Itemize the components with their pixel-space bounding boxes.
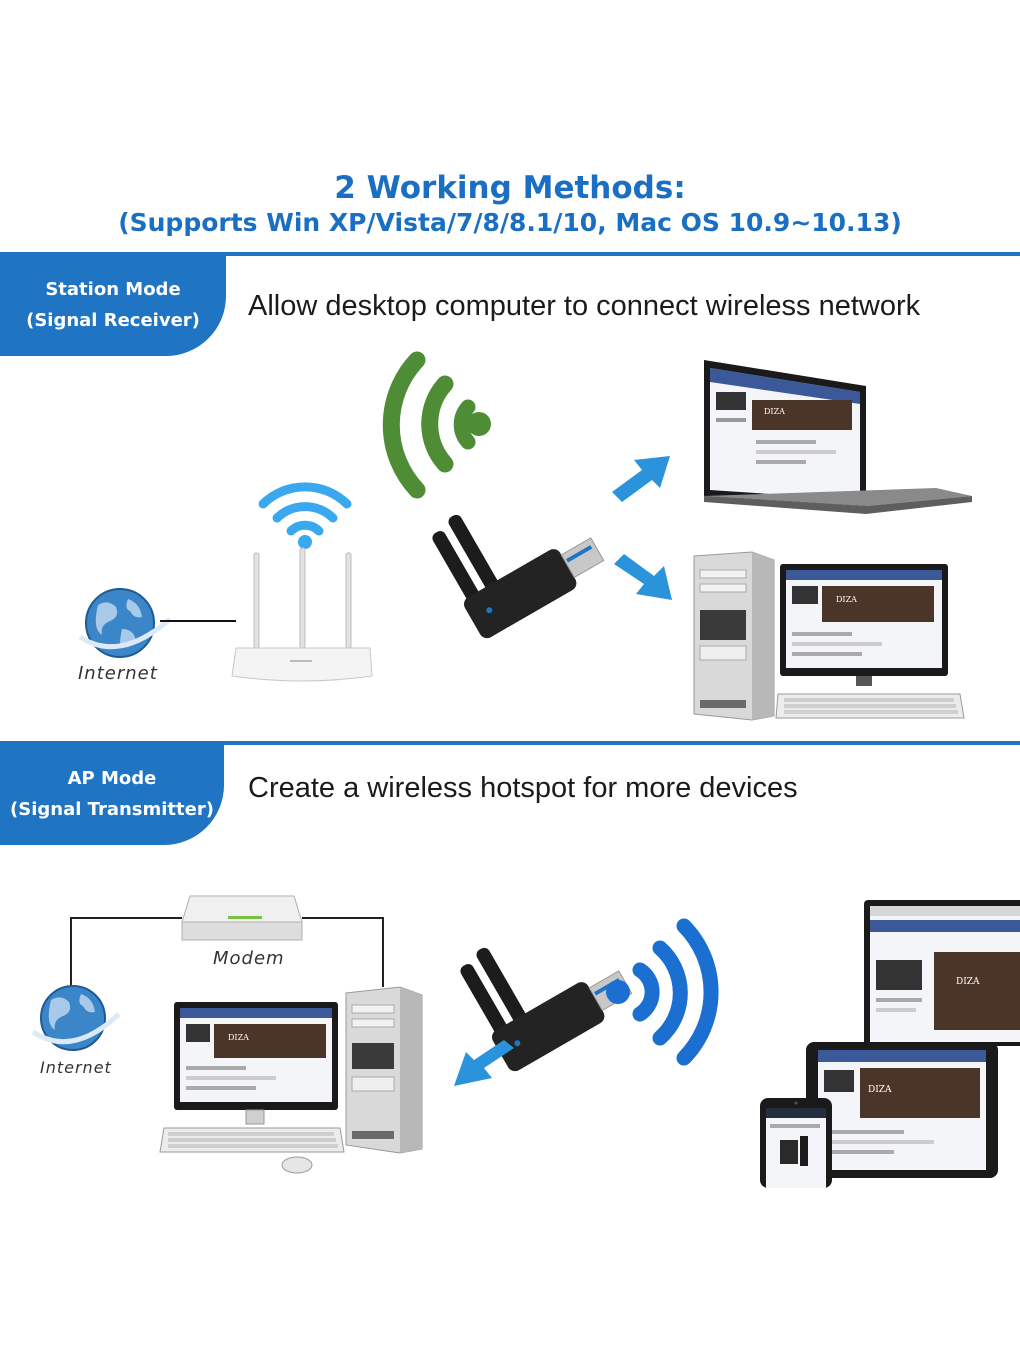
- tablet-screen-brand: DIZA: [868, 1085, 892, 1095]
- phone-icon: [760, 1098, 832, 1188]
- internet-cable: [160, 620, 236, 622]
- ap-mode-heading: Create a wireless hotspot for more devic…: [248, 772, 798, 804]
- section-divider-ap: [0, 741, 1020, 745]
- modem-label: Modem: [213, 948, 285, 969]
- page-title: 2 Working Methods:: [334, 170, 686, 206]
- globe-icon-ap: [31, 985, 121, 1051]
- globe-icon: [78, 588, 172, 658]
- mouse-icon: [281, 1156, 313, 1174]
- modem-icon: [181, 895, 303, 941]
- station-mode-tab-title: Station Mode: [45, 279, 181, 300]
- modem-cable-right: [302, 917, 384, 919]
- ap-mode-tab-subtitle: (Signal Transmitter): [10, 799, 214, 820]
- monitor-icon-ap: DIZA: [174, 1002, 338, 1125]
- arrow-to-desktop-icon: [614, 554, 672, 600]
- station-mode-tab: Station Mode (Signal Receiver): [0, 254, 226, 356]
- ap-mode-tab: AP Mode (Signal Transmitter): [0, 743, 224, 845]
- station-internet-label: Internet: [78, 663, 158, 684]
- tablet-icon: DIZA: [806, 1042, 998, 1178]
- page-subtitle: (Supports Win XP/Vista/7/8/8.1/10, Mac O…: [118, 208, 902, 237]
- laptop-icon: DIZA: [704, 360, 972, 514]
- keyboard-icon-ap: [159, 1127, 345, 1153]
- laptop-screen-brand: DIZA: [764, 407, 785, 416]
- laptop-icon-ap: DIZA: [864, 900, 1020, 1046]
- modem-cable-left: [70, 917, 182, 919]
- laptop-ap-screen-brand: DIZA: [956, 977, 980, 987]
- keyboard-icon: [775, 693, 965, 719]
- monitor-ap-screen-brand: DIZA: [228, 1033, 249, 1042]
- wifi-icon: [258, 482, 352, 549]
- modem-cable-left-down: [70, 917, 72, 985]
- signal-waves-icon-ap: [606, 918, 719, 1066]
- monitor-screen-brand: DIZA: [836, 595, 857, 604]
- modem-cable-right-down: [382, 917, 384, 987]
- monitor-icon: DIZA: [780, 564, 948, 686]
- router-icon: [231, 547, 373, 682]
- ap-mode-tab-title: AP Mode: [67, 768, 157, 789]
- section-divider-station: [0, 252, 1020, 256]
- arrow-to-computer-icon: [454, 1040, 514, 1086]
- station-mode-heading: Allow desktop computer to connect wirele…: [248, 290, 921, 322]
- arrow-to-laptop-icon: [612, 456, 670, 502]
- ap-internet-label: Internet: [40, 1058, 112, 1077]
- usb-wifi-adapter-icon: [432, 514, 605, 639]
- desktop-tower-icon-ap: [345, 986, 423, 1154]
- desktop-tower-icon: [693, 551, 775, 721]
- station-mode-tab-subtitle: (Signal Receiver): [26, 310, 200, 331]
- signal-waves-icon: [382, 351, 491, 499]
